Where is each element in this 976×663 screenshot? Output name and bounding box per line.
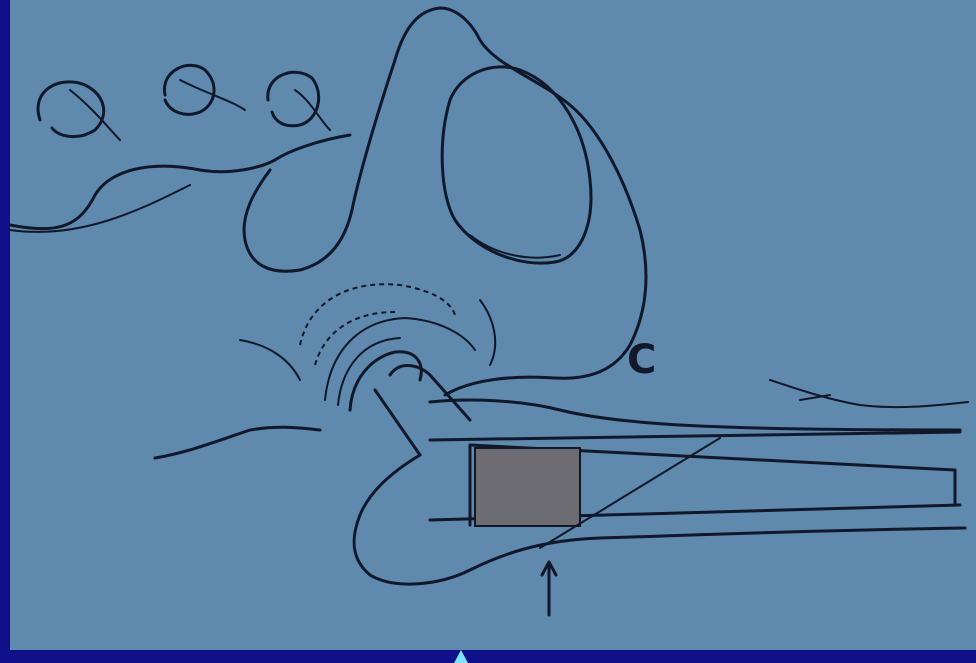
acetabulum-arcs xyxy=(240,284,495,410)
implant-block xyxy=(475,448,580,526)
hip-prosthesis-sketch xyxy=(10,0,976,650)
annotation-label-c: C xyxy=(627,340,656,380)
vertebrae-sketch xyxy=(38,65,330,140)
femoral-prosthesis xyxy=(155,366,960,548)
diagram-panel: C xyxy=(10,0,976,650)
femur-outline xyxy=(354,380,968,584)
slide-pointer-triangle[interactable] xyxy=(454,650,468,663)
pointer-arrow xyxy=(542,562,556,615)
pelvis-outline xyxy=(10,8,646,395)
